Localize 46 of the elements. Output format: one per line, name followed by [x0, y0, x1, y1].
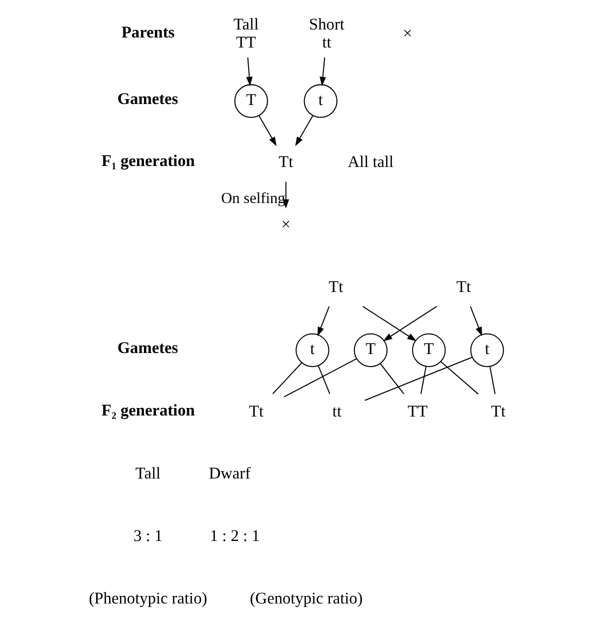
label: (Genotypic ratio): [250, 588, 363, 608]
connector: [318, 365, 330, 394]
arrow: [383, 306, 437, 342]
arrow: [470, 306, 482, 336]
node-circle: t: [470, 333, 504, 368]
arrow: [258, 115, 277, 146]
label: Gametes: [117, 338, 178, 358]
label: F₁ generation: [102, 151, 195, 170]
node-text: ×: [281, 214, 290, 234]
arrow: [295, 115, 314, 146]
node-circle: t: [296, 333, 330, 368]
connector: [272, 362, 302, 394]
arrow: [246, 57, 253, 86]
node-text: Tt: [249, 401, 264, 420]
edge-label: On selfing: [221, 190, 286, 207]
connector: [420, 366, 427, 394]
connector: [364, 356, 472, 401]
label: Parents: [121, 22, 175, 42]
node-text: Tall TT: [233, 14, 259, 52]
label: Dwarf: [208, 464, 251, 483]
label: ×: [402, 24, 412, 43]
label: 1 : 2 : 1: [210, 526, 260, 546]
node-text: Tt: [328, 276, 344, 296]
label: Tall: [135, 464, 161, 483]
connector: [440, 361, 479, 394]
arrow: [320, 57, 326, 86]
node-text: TT: [408, 401, 428, 420]
node-text: Tt: [491, 401, 506, 420]
node-text: tt: [332, 401, 342, 420]
arrow: [317, 306, 330, 336]
connector: [489, 366, 496, 394]
label: (Phenotypic ratio): [88, 588, 208, 608]
label: Gametes: [117, 88, 178, 108]
label: F₂ generation: [102, 400, 195, 420]
node-text: Tt: [278, 152, 294, 172]
node-circle: T: [354, 333, 388, 368]
node-text: Short tt: [309, 14, 344, 52]
label: All tall: [348, 152, 394, 172]
node-circle: T: [412, 333, 446, 368]
node-circle: T: [234, 84, 268, 118]
node-circle: t: [304, 84, 338, 118]
connector: [380, 363, 404, 394]
arrow: [362, 306, 417, 342]
connector: [284, 358, 357, 398]
label: 3 : 1: [133, 526, 163, 546]
node-text: Tt: [456, 276, 471, 296]
